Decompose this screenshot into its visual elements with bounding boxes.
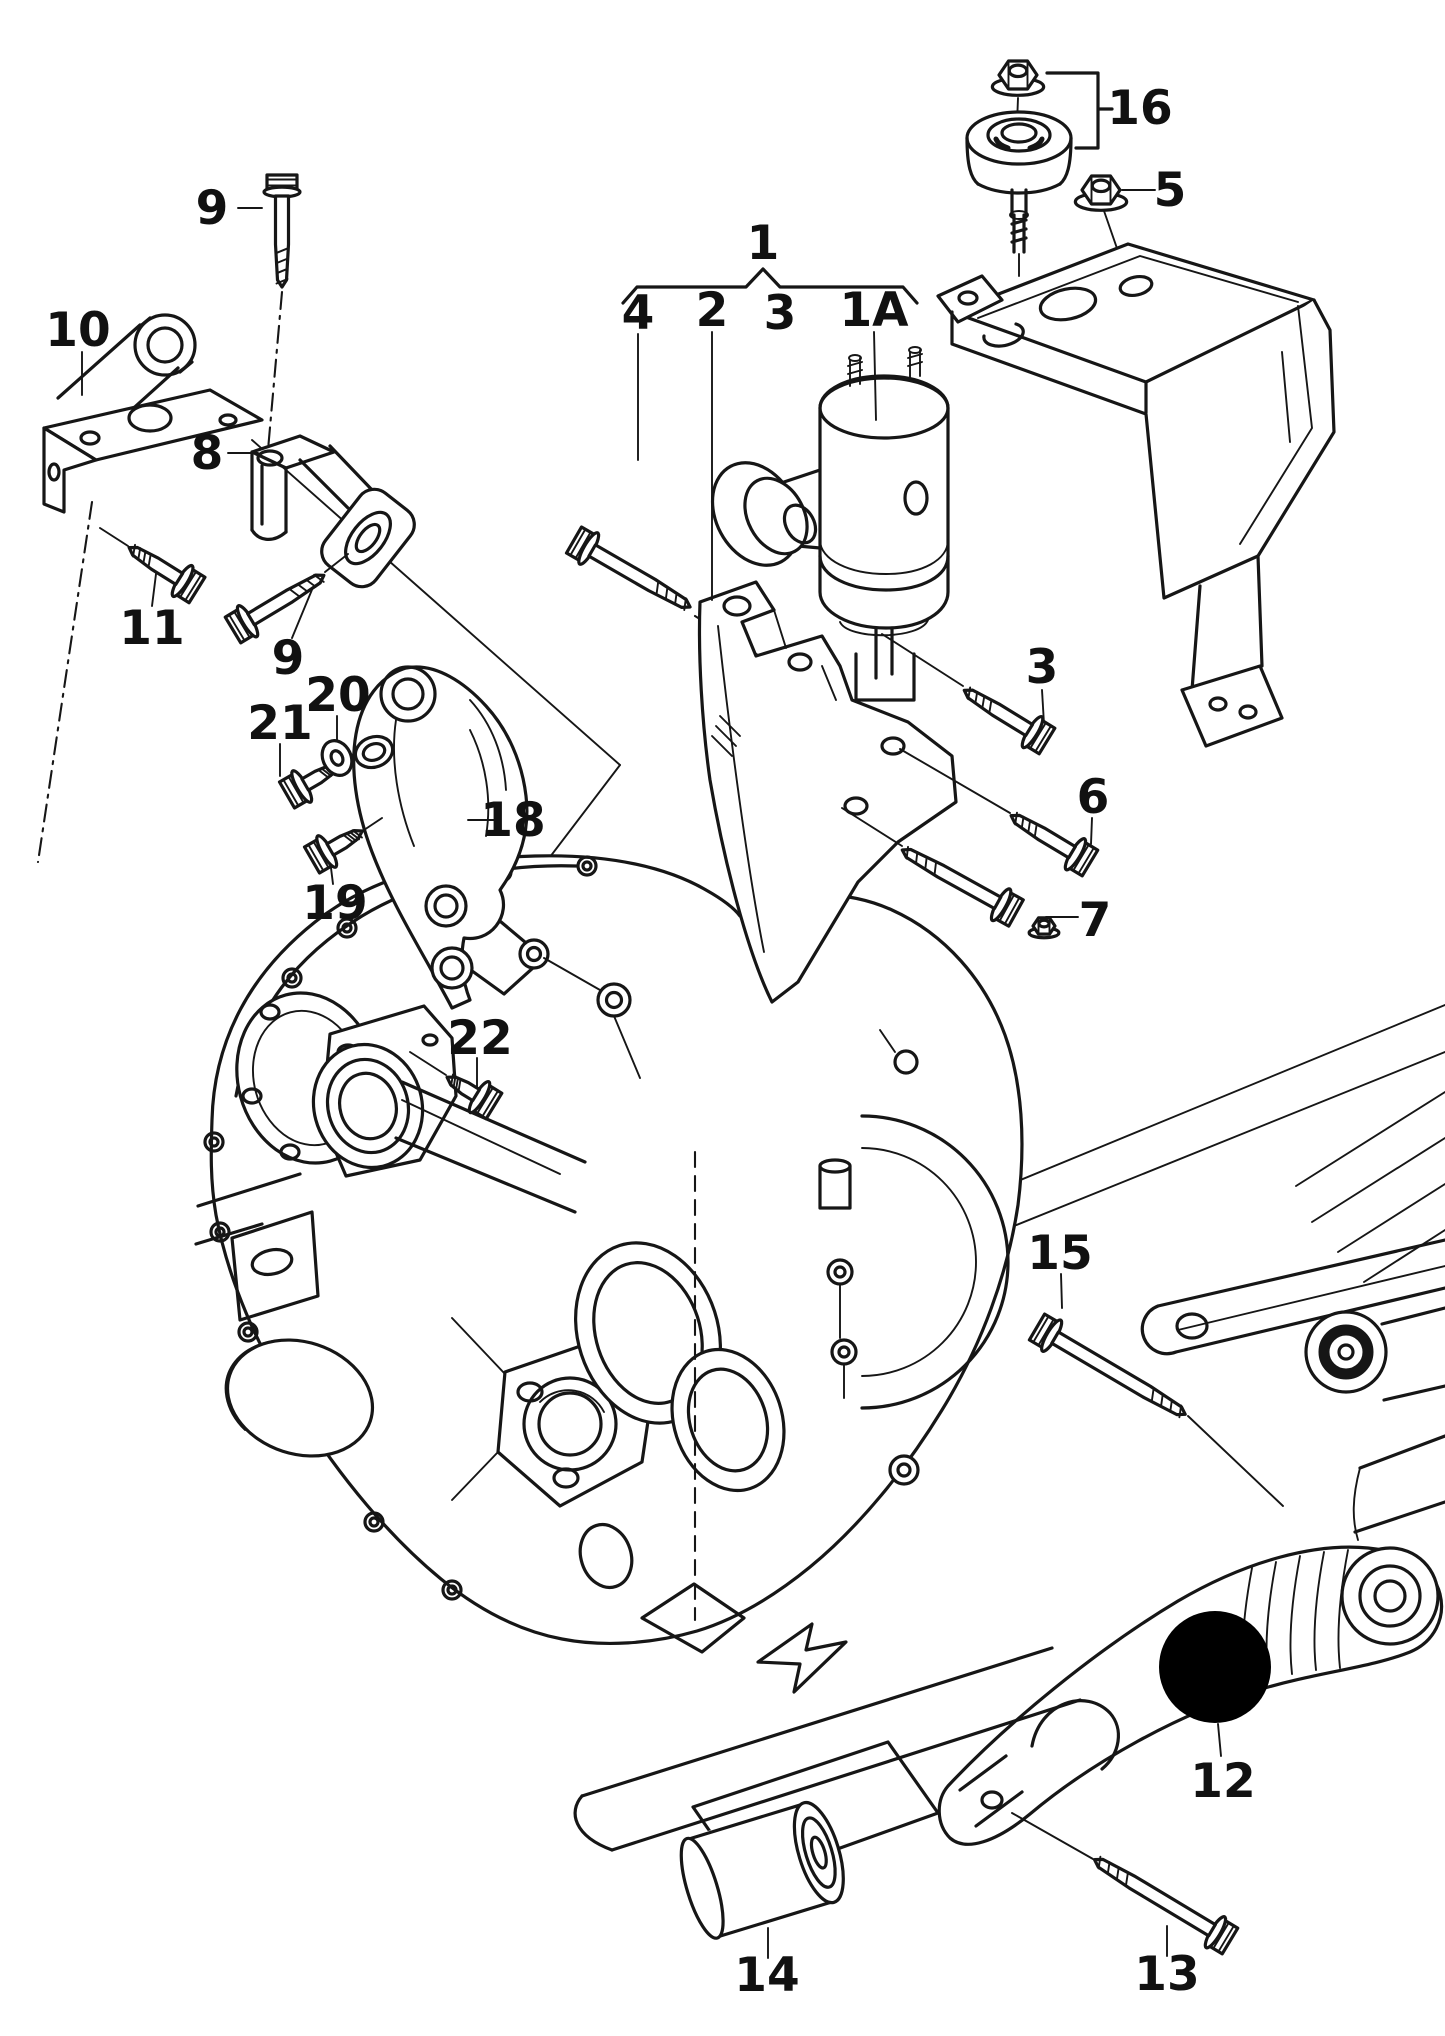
- part-2-bracket: [697, 580, 958, 1004]
- nut-7: [1027, 916, 1061, 940]
- part-1a-mount: [710, 346, 950, 680]
- bolt-6: [1009, 811, 1100, 878]
- callout-1A: 1A: [839, 283, 909, 338]
- callout-4: 4: [622, 286, 655, 341]
- bolt-11: [127, 543, 207, 605]
- bolt-9-lower: [223, 573, 326, 645]
- bolt-22: [445, 1073, 504, 1121]
- callout-11: 11: [119, 601, 184, 656]
- gearbox-housing: [194, 854, 1024, 1645]
- group-brackets: [621, 71, 1114, 305]
- part-16-mount: [965, 97, 1073, 277]
- callout-7: 7: [1079, 893, 1112, 948]
- callout-20: 20: [305, 668, 370, 723]
- output-flange: [235, 991, 587, 1214]
- callout-19: 19: [302, 876, 367, 931]
- support-plates: [573, 1582, 1120, 1852]
- nut-5: [1073, 174, 1129, 212]
- callout-21: 21: [247, 696, 312, 751]
- fasteners: [127, 59, 1240, 1956]
- mount-bracket: [936, 207, 1336, 748]
- callout-3: 3: [764, 286, 797, 341]
- callout-2: 2: [696, 283, 729, 338]
- part-18-bracket: [352, 665, 529, 1010]
- bolt-13: [1092, 1855, 1240, 1956]
- subframe: [1140, 1091, 1445, 1541]
- callout-10: 10: [45, 303, 110, 358]
- bolt-7: [900, 845, 1025, 928]
- callout-9: 9: [272, 631, 305, 686]
- part-8-support: [250, 434, 416, 589]
- callout-8: 8: [191, 426, 224, 481]
- callout-16: 16: [1107, 81, 1172, 136]
- bolt-9-top: [262, 173, 302, 289]
- callout-12: 12: [1190, 1754, 1255, 1809]
- callout-22: 22: [447, 1011, 512, 1066]
- callout-5: 5: [1154, 163, 1187, 218]
- part-14-bushing: [679, 1740, 940, 1940]
- callout-13: 13: [1134, 1947, 1199, 2002]
- callout-14: 14: [734, 1948, 799, 2003]
- washer-20: [320, 739, 354, 777]
- leader-lines: [81, 189, 1284, 1959]
- callout-9: 9: [196, 181, 229, 236]
- callout-1: 1: [747, 216, 780, 271]
- bolt-19: [302, 829, 364, 875]
- bolt-3: [962, 686, 1057, 756]
- bolt-15: [1027, 1312, 1187, 1419]
- bolt-4: [564, 525, 692, 611]
- flange-holes: [203, 855, 598, 1601]
- highlight-dot-layer: [1159, 1611, 1271, 1723]
- callout-6: 6: [1077, 770, 1110, 825]
- callout-18: 18: [480, 793, 545, 848]
- callout-15: 15: [1027, 1226, 1092, 1281]
- nut-16: [990, 59, 1046, 97]
- blackout-dot: [1159, 1611, 1271, 1723]
- part-10-bracket: [42, 313, 264, 514]
- callout-3: 3: [1026, 640, 1059, 695]
